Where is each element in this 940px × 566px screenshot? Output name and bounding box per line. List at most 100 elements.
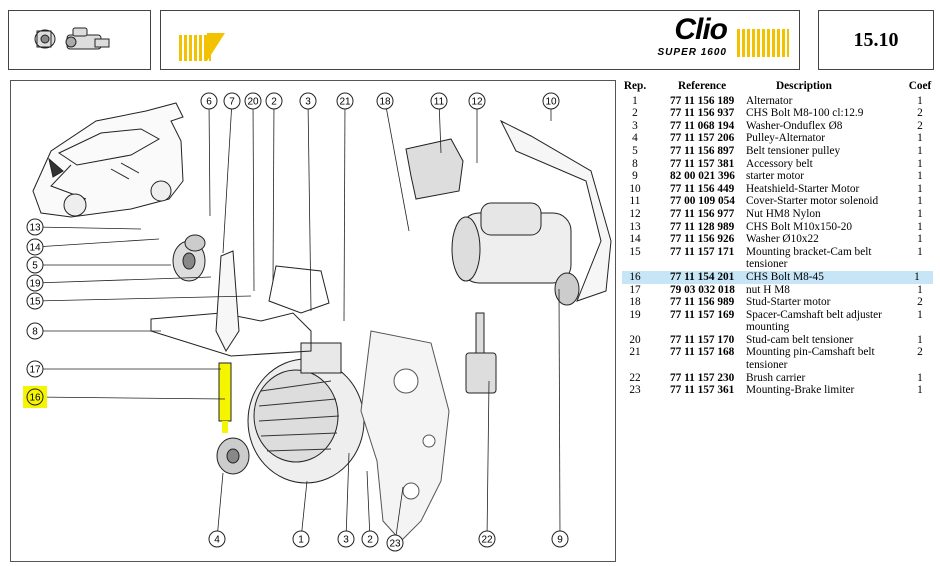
callout-label: 2 xyxy=(271,97,277,108)
callout-4[interactable]: 4 xyxy=(208,530,226,548)
cell-description: nut H M8 xyxy=(746,283,790,296)
model-logo-text: Clio xyxy=(674,13,728,46)
callout-2[interactable]: 2 xyxy=(361,530,379,548)
leader-line xyxy=(208,100,211,217)
cell-coef: 1 xyxy=(917,195,923,208)
callout-5[interactable]: 5 xyxy=(26,256,44,274)
callout-label: 22 xyxy=(481,535,493,546)
callout-17[interactable]: 17 xyxy=(26,360,44,378)
cell-reference: 77 11 156 989 xyxy=(670,296,735,309)
cell-coef: 1 xyxy=(917,384,923,397)
cell-rep: 17 xyxy=(629,283,641,296)
starter-alternator-icon xyxy=(34,27,110,50)
callout-circle xyxy=(386,534,404,552)
cell-coef: 1 xyxy=(917,371,923,384)
cell-reference: 77 11 157 361 xyxy=(670,384,735,397)
callout-11[interactable]: 11 xyxy=(430,92,448,110)
callout-16[interactable]: 16 xyxy=(23,386,47,408)
callout-18[interactable]: 18 xyxy=(376,92,394,110)
callout-label: 14 xyxy=(29,243,41,254)
callout-label: 10 xyxy=(545,97,557,108)
cell-coef: 1 xyxy=(917,220,923,233)
cell-rep: 2 xyxy=(632,107,638,120)
callout-9[interactable]: 9 xyxy=(551,530,569,548)
callout-14[interactable]: 14 xyxy=(26,238,44,256)
table-header: Rep. Reference Description Coef xyxy=(622,80,936,93)
callout-23[interactable]: 23 xyxy=(386,534,404,552)
bracket-illustration xyxy=(360,330,450,542)
callout-label: 5 xyxy=(32,261,38,272)
callout-22[interactable]: 22 xyxy=(478,530,496,548)
callout-circle xyxy=(337,530,355,548)
cell-description: Stud-Starter motor xyxy=(746,296,831,309)
leader-line xyxy=(486,380,490,540)
cell-rep: 23 xyxy=(629,384,641,397)
table-row[interactable]: 23 77 11 157 361 Mounting-Brake limiter 1 xyxy=(622,384,936,397)
cell-description: Mounting-Brake limiter xyxy=(746,384,855,397)
cell-reference: 82 00 021 396 xyxy=(670,170,735,183)
callout-3[interactable]: 3 xyxy=(299,92,317,110)
callout-6[interactable]: 6 xyxy=(200,92,218,110)
leader-line xyxy=(34,276,212,284)
car-illustration xyxy=(32,102,184,218)
cell-description: Spacer-Camshaft belt adjuster mounting xyxy=(746,308,882,334)
cell-rep: 19 xyxy=(629,308,641,321)
cell-coef: 1 xyxy=(917,94,923,107)
callout-12[interactable]: 12 xyxy=(468,92,486,110)
callout-2[interactable]: 2 xyxy=(265,92,283,110)
callout-label: 18 xyxy=(379,97,391,108)
callout-circle xyxy=(468,92,486,110)
cell-coef: 1 xyxy=(917,182,923,195)
cell-reference: 77 11 156 937 xyxy=(670,107,735,120)
leader-line xyxy=(252,100,255,292)
cell-description: Mounting pin-Camshaft belt tensioner xyxy=(746,346,875,372)
callout-3[interactable]: 3 xyxy=(337,530,355,548)
leader-line xyxy=(34,396,226,400)
cell-rep: 20 xyxy=(629,333,641,346)
callout-1[interactable]: 1 xyxy=(292,530,310,548)
cell-description: Nut HM8 Nylon xyxy=(746,207,821,220)
callout-8[interactable]: 8 xyxy=(26,322,44,340)
callout-label: 16 xyxy=(29,393,41,404)
leader-line xyxy=(216,472,224,540)
leader-line xyxy=(300,480,308,540)
callout-label: 7 xyxy=(229,97,235,108)
callout-label: 8 xyxy=(32,327,38,338)
callout-19[interactable]: 19 xyxy=(26,274,44,292)
callout-10[interactable]: 10 xyxy=(542,92,560,110)
callout-21[interactable]: 21 xyxy=(336,92,354,110)
cell-coef: 1 xyxy=(917,207,923,220)
callout-15[interactable]: 15 xyxy=(26,292,44,310)
header-rep: Rep. xyxy=(623,80,647,92)
cell-reference: 77 11 156 977 xyxy=(670,207,735,220)
cell-reference: 77 11 154 201 xyxy=(648,270,742,284)
callout-7[interactable]: 7 xyxy=(223,92,241,110)
callout-13[interactable]: 13 xyxy=(26,218,44,236)
cell-coef: 1 xyxy=(917,233,923,246)
callout-20[interactable]: 20 xyxy=(244,92,262,110)
callout-circle xyxy=(430,92,448,110)
cell-coef: 2 xyxy=(917,296,923,309)
cell-description: CHS Bolt M8-45 xyxy=(742,270,901,284)
